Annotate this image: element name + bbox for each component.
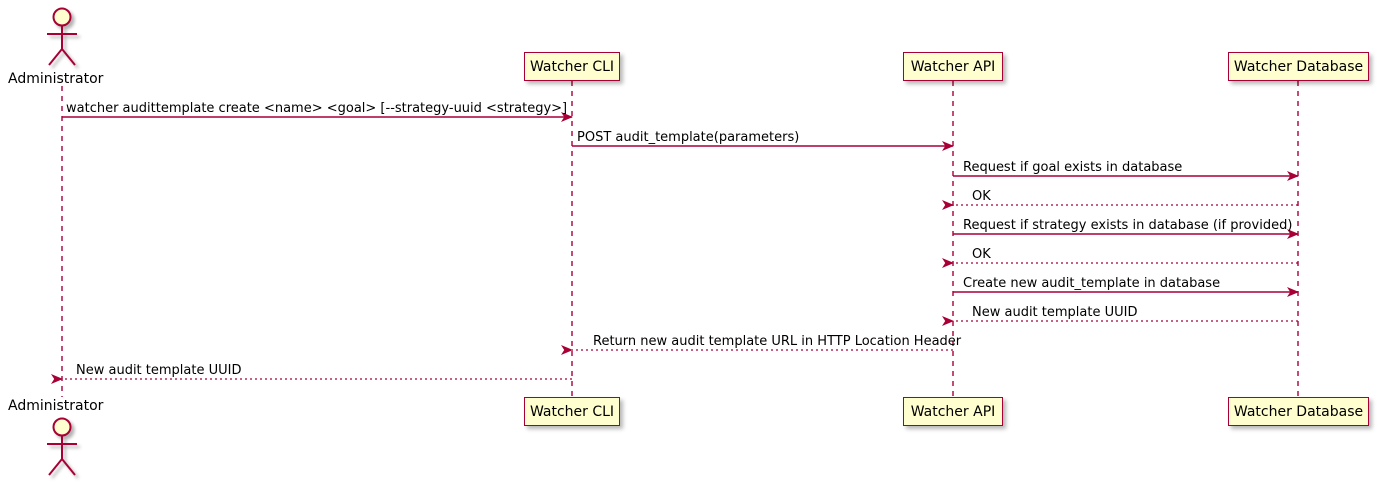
participant-label: Watcher API bbox=[910, 58, 996, 75]
message-arrows-group bbox=[51, 112, 1299, 384]
participant-watcher-database-top[interactable]: Watcher Database bbox=[1228, 52, 1369, 81]
actor-figure-administrator-top bbox=[47, 7, 77, 66]
actor-figures-group bbox=[47, 7, 77, 476]
message-label-3: Request if goal exists in database bbox=[963, 160, 1183, 175]
message-label-4: OK bbox=[972, 189, 991, 204]
participant-watcher-cli-top[interactable]: Watcher CLI bbox=[524, 52, 620, 81]
message-label-6: OK bbox=[972, 247, 991, 262]
participant-label: Watcher CLI bbox=[529, 403, 615, 420]
actor-label-administrator-bottom: Administrator bbox=[8, 398, 104, 414]
participant-label: Watcher Database bbox=[1233, 58, 1364, 75]
actor-leg-left bbox=[48, 48, 63, 66]
message-label-2: POST audit_template(parameters) bbox=[577, 130, 800, 145]
actor-head bbox=[52, 417, 72, 437]
message-label-8: New audit template UUID bbox=[972, 305, 1138, 320]
actor-figure-administrator-bottom bbox=[47, 417, 77, 476]
actor-head bbox=[52, 7, 72, 27]
message-label-10: New audit template UUID bbox=[76, 363, 242, 378]
participant-label: Watcher Database bbox=[1233, 403, 1364, 420]
message-label-7: Create new audit_template in database bbox=[963, 276, 1221, 291]
participant-label: Watcher API bbox=[910, 403, 996, 420]
lifelines-group bbox=[61, 81, 1299, 397]
actor-label-administrator-top: Administrator bbox=[8, 71, 104, 87]
actor-leg-left bbox=[48, 458, 63, 476]
actor-leg-right bbox=[61, 458, 76, 476]
message-label-9: Return new audit template URL in HTTP Lo… bbox=[593, 334, 962, 349]
participant-watcher-database-bottom[interactable]: Watcher Database bbox=[1228, 397, 1369, 426]
actor-leg-right bbox=[61, 48, 76, 66]
participant-watcher-api-top[interactable]: Watcher API bbox=[903, 52, 1003, 81]
participant-watcher-api-bottom[interactable]: Watcher API bbox=[903, 397, 1003, 426]
message-label-1: watcher audittemplate create <name> <goa… bbox=[66, 101, 568, 116]
participant-label: Watcher CLI bbox=[529, 58, 615, 75]
message-label-5: Request if strategy exists in database (… bbox=[963, 218, 1293, 233]
participant-watcher-cli-bottom[interactable]: Watcher CLI bbox=[524, 397, 620, 426]
